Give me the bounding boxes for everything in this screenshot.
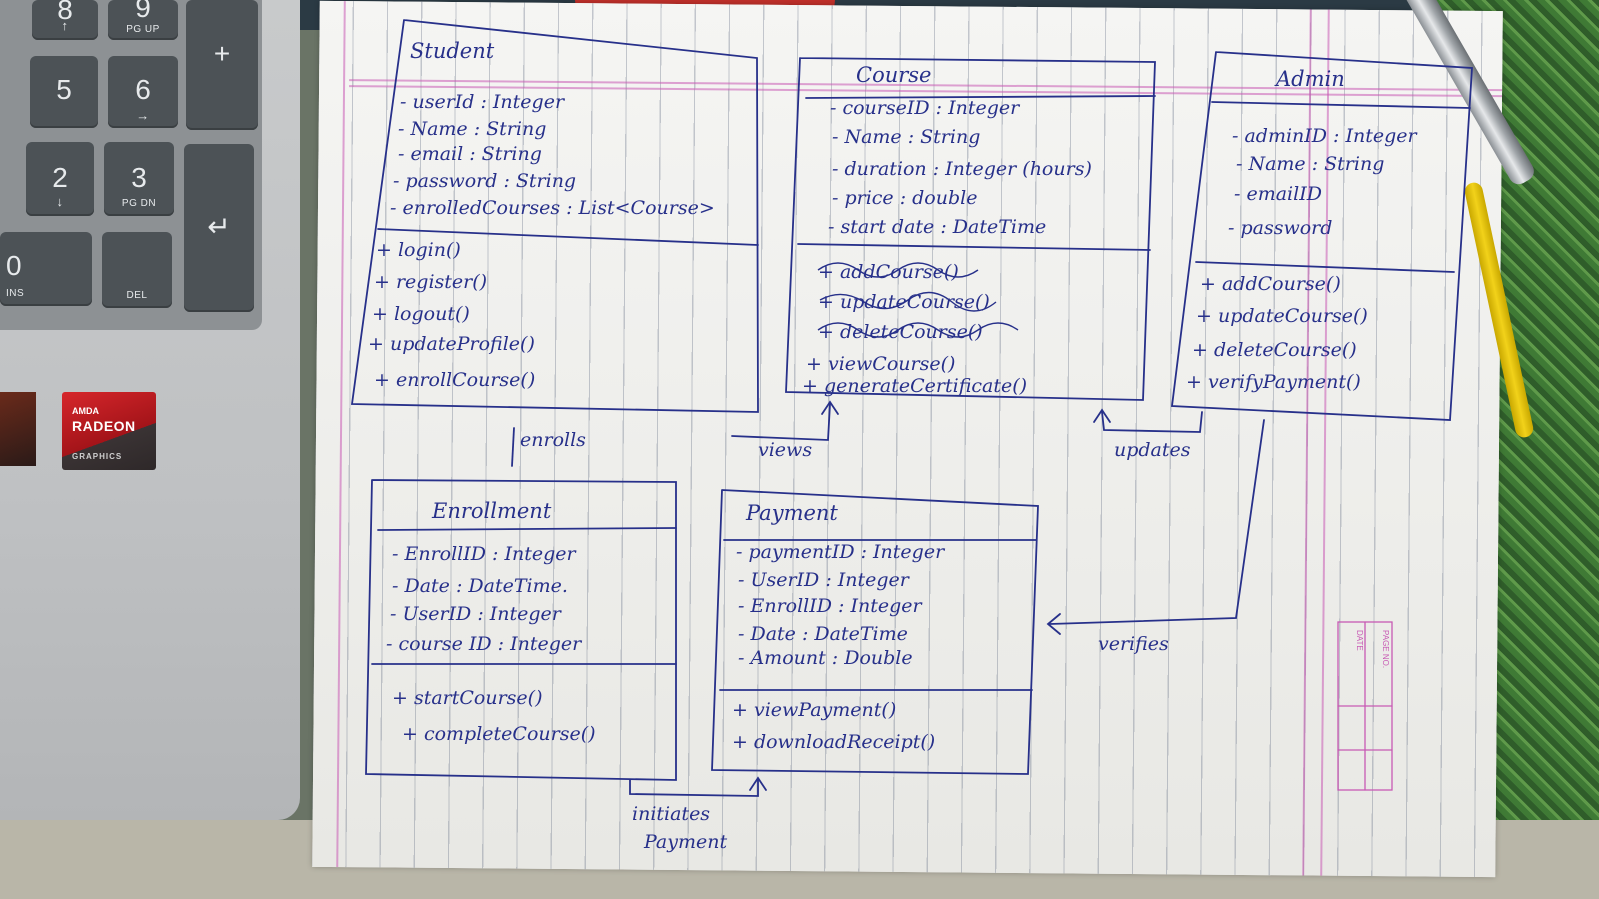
relation-views: views bbox=[731, 400, 839, 461]
class-method: + logout() bbox=[372, 303, 470, 325]
amd-radeon-sticker: AMDA RADEON GRAPHICS bbox=[62, 392, 156, 470]
class-method: + enrollCourse() bbox=[374, 369, 535, 391]
class-attribute: - Date : DateTime bbox=[738, 623, 908, 645]
numpad: 8 ↑ 9 PG UP + 5 6 → 2 ↓ 3 PG DN ↵ 0 bbox=[0, 0, 262, 330]
class-attribute: - Amount : Double bbox=[738, 647, 913, 669]
relation-label: updates bbox=[1114, 439, 1191, 461]
key-5[interactable]: 5 bbox=[30, 56, 98, 128]
class-attribute: - emailID bbox=[1234, 183, 1322, 205]
relation-enrolls: enrolls bbox=[511, 427, 586, 467]
relation-label: views bbox=[758, 439, 812, 461]
class-attribute: - course ID : Integer bbox=[386, 633, 583, 655]
struck-method: + deleteCourse() bbox=[818, 321, 983, 343]
class-enrollment: Enrollment - EnrollID : Integer - Date :… bbox=[365, 479, 677, 781]
class-attribute: - userId : Integer bbox=[400, 91, 566, 113]
class-attribute: - courseID : Integer bbox=[830, 97, 1021, 119]
class-method: + register() bbox=[374, 271, 487, 293]
class-method: + addCourse() bbox=[1200, 273, 1341, 295]
class-attribute: - Name : String bbox=[398, 118, 546, 140]
key-6[interactable]: 6 → bbox=[108, 56, 178, 128]
class-attribute: - Name : String bbox=[1236, 153, 1384, 175]
class-method: + startCourse() bbox=[392, 687, 543, 709]
class-attribute: - email : String bbox=[398, 143, 542, 165]
class-title: Enrollment bbox=[431, 499, 552, 523]
key-9[interactable]: 9 PG UP bbox=[108, 0, 178, 40]
class-attribute: - enrolledCourses : List<Course> bbox=[390, 197, 715, 219]
class-method: + generateCertificate() bbox=[802, 375, 1027, 397]
class-method: + verifyPayment() bbox=[1186, 371, 1361, 393]
key-enter[interactable]: ↵ bbox=[184, 144, 254, 312]
class-payment: Payment - paymentID : Integer - UserID :… bbox=[711, 489, 1039, 775]
class-attribute: - EnrollID : Integer bbox=[392, 543, 577, 565]
class-attribute: - EnrollID : Integer bbox=[738, 595, 923, 617]
cpu-sticker bbox=[0, 392, 36, 466]
class-attribute: - adminID : Integer bbox=[1232, 125, 1419, 147]
class-attribute: - duration : Integer (hours) bbox=[832, 158, 1092, 180]
class-title: Student bbox=[410, 39, 495, 63]
class-admin: Admin - adminID : Integer - Name : Strin… bbox=[1170, 51, 1473, 421]
class-course: Course - courseID : Integer - Name : Str… bbox=[785, 57, 1156, 401]
stamp-date-label: DATE bbox=[1355, 630, 1364, 651]
relation-label: Payment bbox=[643, 831, 727, 853]
class-method: + completeCourse() bbox=[402, 723, 596, 745]
key-plus[interactable]: + bbox=[186, 0, 258, 130]
class-method: + updateCourse() bbox=[1196, 305, 1368, 327]
key-3[interactable]: 3 PG DN bbox=[104, 142, 174, 216]
class-title: Admin bbox=[1274, 67, 1345, 91]
relation-label: verifies bbox=[1098, 633, 1169, 655]
class-method: + login() bbox=[376, 239, 461, 261]
class-method: + deleteCourse() bbox=[1192, 339, 1357, 361]
page-stamp: DATE PAGE NO. bbox=[1337, 621, 1393, 791]
class-attribute: - Name : String bbox=[832, 126, 980, 148]
class-attribute: - password bbox=[1228, 217, 1332, 239]
relation-verifies: verifies bbox=[1046, 419, 1265, 655]
class-method: + downloadReceipt() bbox=[732, 731, 935, 753]
stamp-page-label: PAGE NO. bbox=[1381, 630, 1390, 668]
class-attribute: - paymentID : Integer bbox=[736, 541, 946, 563]
strikethrough-scribble bbox=[817, 262, 1019, 338]
class-method: + viewCourse() bbox=[806, 353, 955, 375]
key-2[interactable]: 2 ↓ bbox=[26, 142, 94, 216]
class-title: Payment bbox=[745, 501, 838, 525]
class-method: + updateProfile() bbox=[368, 333, 535, 355]
class-attribute: - Date : DateTime. bbox=[392, 575, 568, 597]
relation-initiates-payment: initiates Payment bbox=[629, 776, 767, 853]
class-attribute: - start date : DateTime bbox=[828, 216, 1046, 238]
class-title: Course bbox=[856, 63, 931, 87]
class-student: Student - userId : Integer - Name : Stri… bbox=[350, 19, 759, 413]
class-method: + viewPayment() bbox=[732, 699, 896, 721]
relation-label: enrolls bbox=[520, 429, 586, 451]
class-attribute: - price : double bbox=[832, 187, 977, 209]
struck-method: + addCourse() bbox=[818, 261, 959, 283]
relation-updates: updates bbox=[1093, 408, 1203, 461]
class-attribute: - password : String bbox=[393, 170, 576, 192]
class-attribute: - UserID : Integer bbox=[390, 603, 563, 625]
key-8[interactable]: 8 ↑ bbox=[32, 0, 98, 40]
key-0[interactable]: 0 INS bbox=[0, 232, 92, 306]
laptop: 8 ↑ 9 PG UP + 5 6 → 2 ↓ 3 PG DN ↵ 0 bbox=[0, 0, 300, 820]
relation-label: initiates bbox=[632, 803, 710, 825]
class-attribute: - UserID : Integer bbox=[738, 569, 911, 591]
key-del[interactable]: . DEL bbox=[102, 232, 172, 308]
